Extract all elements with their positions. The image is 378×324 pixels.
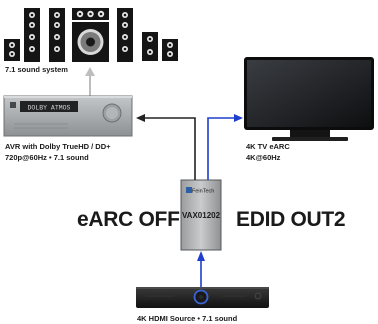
- tv-icon: [244, 57, 374, 141]
- audio-arrow-to-avr: [136, 114, 196, 180]
- speaker-icon: [4, 39, 20, 61]
- speaker-icon: [49, 8, 65, 62]
- speaker-system-icon: [4, 8, 178, 62]
- hdmi-source-icon: [136, 287, 269, 308]
- switch-brand-text: FeinTech: [192, 189, 214, 195]
- avr-display-text: DOLBY ATMOS: [28, 105, 71, 112]
- earc-mode-label: eARC OFF: [77, 208, 180, 231]
- switch-model-text: VAX01202: [182, 211, 221, 220]
- switch-device-icon: FeinTech VAX01202: [180, 179, 222, 251]
- subwoofer-icon: [72, 8, 109, 62]
- source-label: 4K HDMI Source • 7.1 sound: [137, 314, 238, 323]
- edid-mode-label: EDID OUT2: [236, 208, 346, 231]
- avr-display: [20, 101, 78, 112]
- speaker-icon: [24, 8, 40, 62]
- speaker-icon: [162, 39, 178, 61]
- tv-label-line1: 4K TV eARC: [246, 142, 290, 151]
- input-arrow-to-switch: [197, 251, 205, 288]
- avr-label-line1: AVR with Dolby TrueHD / DD+: [5, 142, 111, 151]
- tv-label-line2: 4K@60Hz: [246, 153, 281, 162]
- avr-label-line2: 720p@60Hz • 7.1 sound: [5, 153, 89, 162]
- audio-out-arrow-up: [85, 67, 95, 96]
- speaker-icon: [117, 8, 133, 62]
- speaker-system-label: 7.1 sound system: [5, 65, 68, 74]
- speaker-icon: [142, 32, 158, 61]
- video-arrow-to-tv: [207, 114, 243, 180]
- av-receiver-icon: DOLBY ATMOS: [3, 95, 133, 137]
